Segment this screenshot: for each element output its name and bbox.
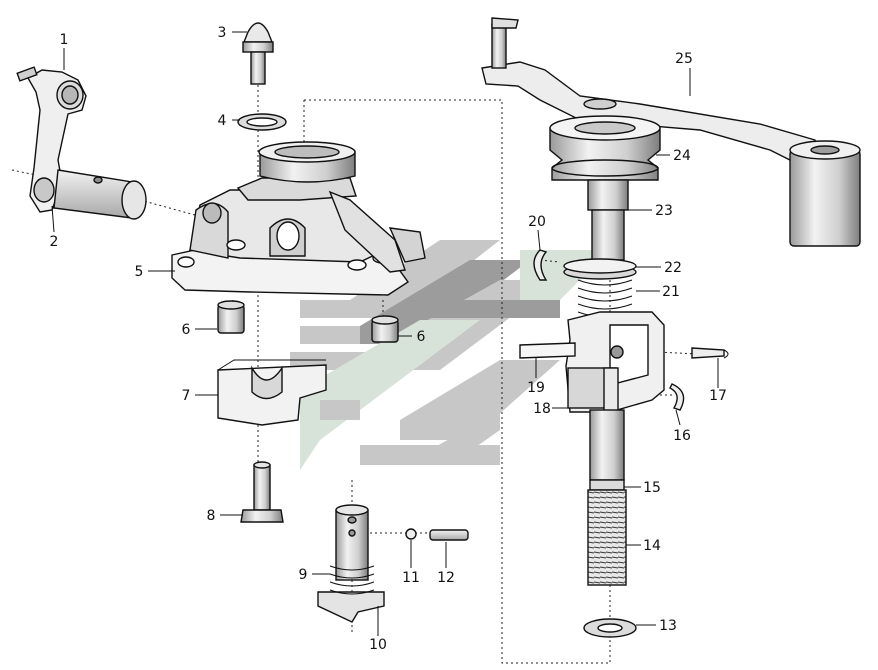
label-19: 19 [527,380,545,396]
part-labels: 1 2 3 4 5 6 6 7 8 9 10 11 12 13 14 15 16… [50,25,727,653]
lever-arm-part-25 [481,17,861,247]
label-14: 14 [643,538,661,554]
plate-part-19 [519,342,576,359]
washer-part-13 [583,618,637,638]
threaded-rod-part-14 [587,489,627,586]
pin-part-10 [317,504,385,623]
label-12: 12 [437,570,455,586]
housing-part-5 [171,141,426,296]
clip-part-16 [669,383,685,411]
label-24: 24 [673,148,691,164]
bracket-part-18 [565,311,665,413]
shaft-part-15 [589,409,625,491]
label-6-left: 6 [182,322,191,338]
label-8: 8 [207,508,216,524]
label-25: 25 [675,51,693,67]
clip-part-17 [691,347,729,359]
label-7: 7 [182,388,191,404]
label-3: 3 [218,25,227,41]
collar-part-22 [563,258,637,280]
pulley-part-24 [549,115,661,181]
label-17: 17 [709,388,727,404]
label-20: 20 [528,214,546,230]
clip-part-20 [533,249,548,281]
pin-part-12 [429,529,469,541]
ball-part-11 [405,528,417,540]
label-5: 5 [135,264,144,280]
spring-part-9 [329,565,375,595]
leader-lines [51,31,719,636]
label-21: 21 [662,284,680,300]
bushing-part-6a [217,300,245,334]
spring-part-21 [577,279,633,318]
shaft-part-23 [587,179,629,261]
label-15: 15 [643,480,661,496]
label-10: 10 [369,637,387,653]
fork-block-part-7 [217,359,327,426]
label-1: 1 [60,32,69,48]
bolt-part-3 [242,22,274,85]
label-4: 4 [218,113,227,129]
label-9: 9 [299,567,308,583]
label-11: 11 [402,570,420,586]
label-23: 23 [655,203,673,219]
label-6-right: 6 [417,329,426,345]
washer-part-4 [237,113,287,131]
bolt-part-8 [240,461,284,523]
label-2: 2 [50,234,59,250]
label-22: 22 [664,260,682,276]
label-18: 18 [533,401,551,417]
label-16: 16 [673,428,691,444]
shaft-part-2 [53,169,147,220]
bushing-part-6b [371,315,399,343]
label-13: 13 [659,618,677,634]
